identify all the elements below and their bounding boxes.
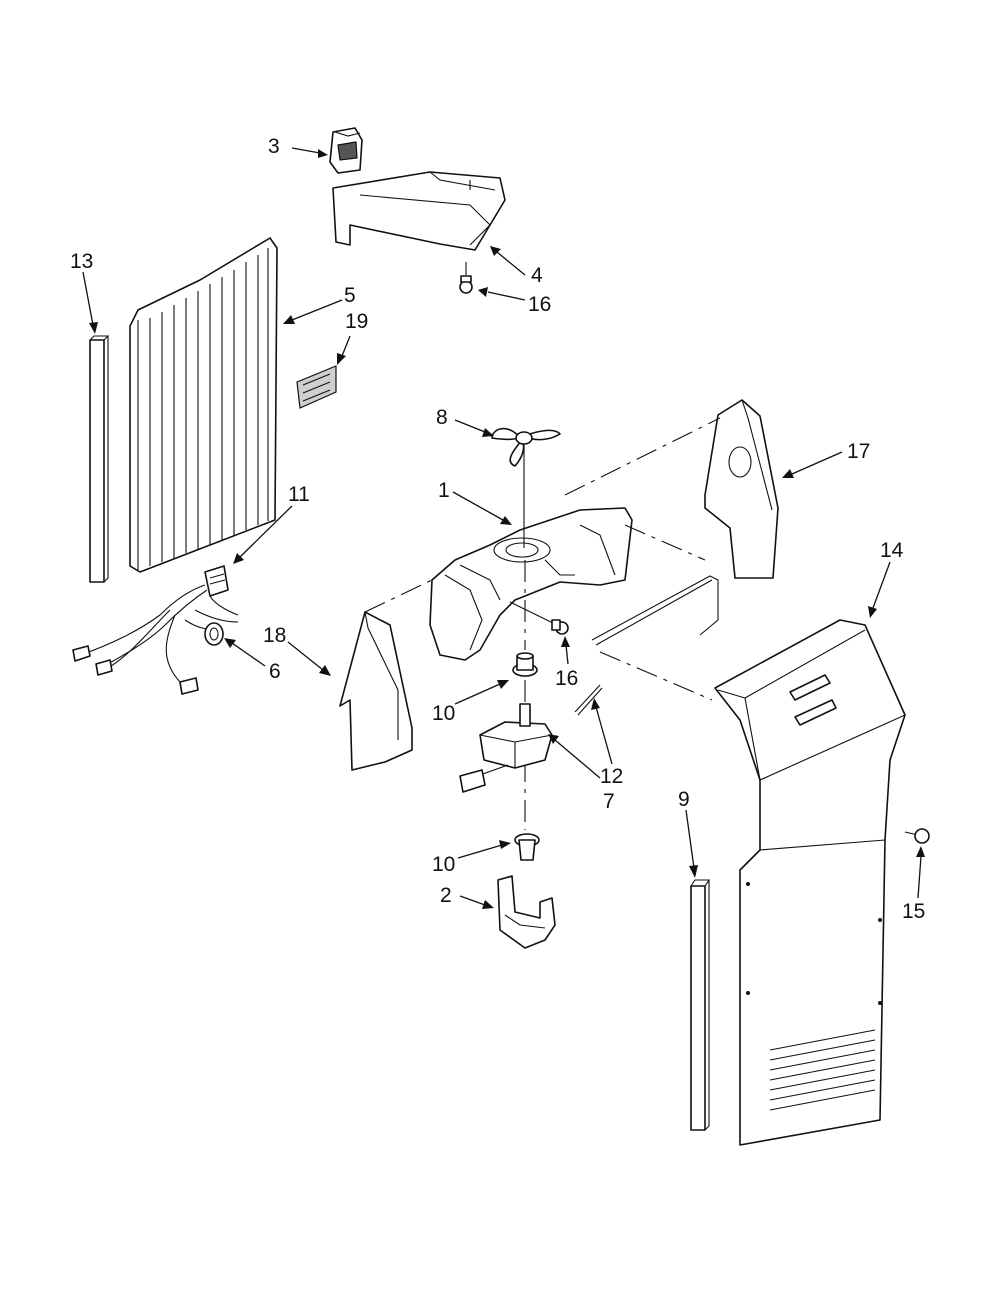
callout-16-middle: 16: [555, 667, 578, 690]
part-5-evaporator-panel: [129, 237, 278, 573]
callout-19: 19: [345, 310, 368, 333]
callout-18: 18: [263, 624, 286, 647]
callout-13: 13: [70, 250, 93, 273]
part-19-pad: [296, 365, 337, 409]
callout-2: 2: [440, 884, 452, 907]
callout-10-bottom: 10: [432, 853, 455, 876]
part-15-screw: [904, 828, 930, 844]
callout-5: 5: [344, 284, 356, 307]
part-7-motor: [459, 703, 553, 793]
callout-9: 9: [678, 788, 690, 811]
callout-11: 11: [288, 483, 310, 506]
part-6-sensor: [204, 622, 224, 646]
callout-17: 17: [847, 440, 870, 463]
part-12-wire: [574, 684, 603, 716]
callout-14: 14: [880, 539, 904, 562]
callout-15: 15: [902, 900, 925, 923]
part-4-tray: [332, 171, 506, 251]
part-13-bar: [89, 335, 110, 583]
part-8-fan-blade: [491, 427, 561, 548]
part-2-bracket: [497, 875, 556, 949]
callout-7: 7: [603, 790, 615, 813]
callout-10: 10: [432, 702, 455, 725]
callout-16: 16: [528, 293, 551, 316]
part-9-bar: [690, 879, 711, 1131]
rails: [364, 417, 721, 701]
part-18-side-panel: [339, 611, 413, 771]
part-10-grommet-bottom: [514, 833, 540, 861]
callout-labels: 3 4 16 13 5 19 8 17 1 11 14 18 6 16 10 1…: [70, 135, 925, 923]
leader-lines: [82, 147, 925, 909]
part-16-screw-middle: [509, 601, 569, 635]
callout-8: 8: [436, 406, 448, 429]
callout-12: 12: [600, 765, 623, 788]
callout-4: 4: [531, 264, 543, 287]
callout-3: 3: [268, 135, 280, 158]
part-11-harness: [72, 565, 239, 695]
part-1-fan-housing: [429, 507, 633, 661]
part-16-screw-top: [459, 262, 473, 294]
part-10-grommet-top: [512, 652, 538, 677]
part-14-rear-cover: [714, 619, 906, 1146]
callout-1: 1: [438, 479, 450, 502]
part-17-side-panel: [704, 399, 779, 579]
part-3-clip: [329, 127, 363, 174]
callout-6: 6: [269, 660, 281, 683]
